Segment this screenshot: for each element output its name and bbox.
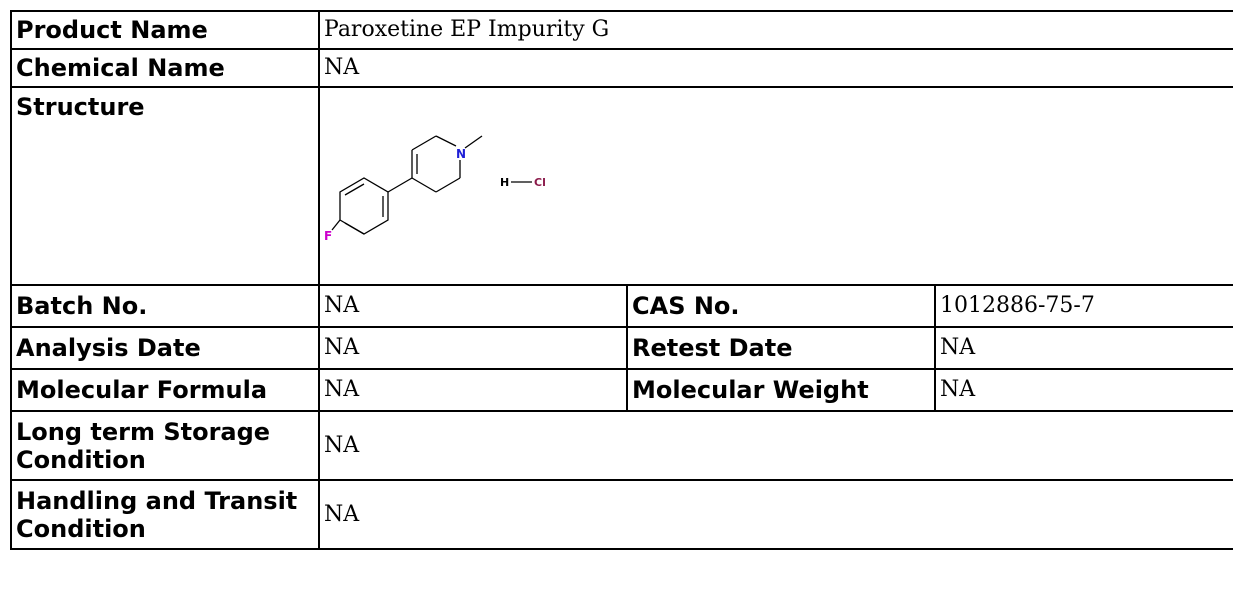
product-name-value: Paroxetine EP Impurity G (317, 10, 1233, 50)
row-formula-weight: Molecular Formula NA Molecular Weight NA (10, 368, 1233, 412)
batch-no-label: Batch No. (10, 284, 320, 328)
batch-no-value: NA (318, 284, 628, 328)
retest-date-value: NA (933, 326, 1233, 370)
row-chemical-name: Chemical Name NA (10, 48, 1233, 88)
cas-no-value: 1012886-75-7 (933, 284, 1233, 328)
cas-no-label: CAS No. (626, 284, 936, 328)
fluorine-atom-label: F (324, 229, 332, 243)
structure-label: Structure (10, 86, 320, 286)
retest-date-label: Retest Date (626, 326, 936, 370)
row-batch-cas: Batch No. NA CAS No. 1012886-75-7 (10, 284, 1233, 328)
product-spec-table: Product Name Paroxetine EP Impurity G Ch… (10, 10, 1233, 550)
row-structure: Structure (10, 86, 1233, 286)
handling-condition-label: Handling and Transit Condition (10, 479, 320, 550)
row-dates: Analysis Date NA Retest Date NA (10, 326, 1233, 370)
product-name-label: Product Name (10, 10, 320, 50)
molecular-formula-value: NA (318, 368, 628, 412)
chlorine-atom-label: Cl (534, 176, 546, 189)
molecular-weight-value: NA (933, 368, 1233, 412)
storage-condition-label: Long term Storage Condition (10, 410, 320, 481)
structure-bonds (331, 135, 532, 235)
nitrogen-atom-label: N (456, 147, 466, 161)
row-storage: Long term Storage Condition NA (10, 410, 1233, 481)
chemical-name-label: Chemical Name (10, 48, 320, 88)
structure-image-cell: N F H Cl (317, 86, 1233, 286)
row-handling: Handling and Transit Condition NA (10, 479, 1233, 550)
analysis-date-value: NA (318, 326, 628, 370)
row-product-name: Product Name Paroxetine EP Impurity G (10, 10, 1233, 50)
chemical-structure-image: N F H Cl (324, 135, 546, 243)
storage-condition-value: NA (317, 410, 1233, 481)
hydrogen-atom-label: H (500, 176, 509, 189)
analysis-date-label: Analysis Date (10, 326, 320, 370)
chemical-name-value: NA (317, 48, 1233, 88)
handling-condition-value: NA (317, 479, 1233, 550)
molecular-formula-label: Molecular Formula (10, 368, 320, 412)
molecular-weight-label: Molecular Weight (626, 368, 936, 412)
